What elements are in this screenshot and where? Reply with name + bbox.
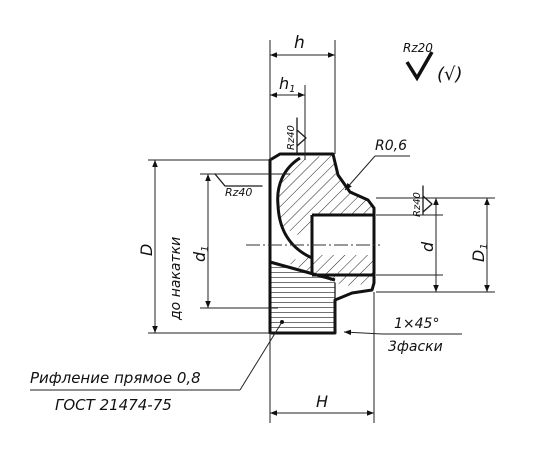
section-hatch-lower — [285, 255, 374, 286]
knurl-leader-dot — [280, 320, 284, 324]
roughness-rz40-top: Rz40 — [286, 125, 297, 150]
roughness-rz40-right-symbol — [422, 185, 433, 215]
chamfer-leader — [343, 329, 384, 336]
H-label: H — [316, 392, 328, 411]
chamfer-note: 1×45° — [394, 316, 439, 332]
radius-note: R0,6 — [375, 138, 407, 154]
h-label: h — [294, 33, 305, 53]
knurl-note-line2: ГОСТ 21474-75 — [55, 396, 172, 414]
roughness-general-label: Rz20 — [403, 41, 433, 55]
roughness-rz40-top-symbol — [296, 117, 307, 154]
roughness-rz40-right: Rz40 — [412, 192, 423, 217]
d1-label: d1 — [190, 245, 211, 262]
roughness-rz40-left: Rz40 — [225, 186, 252, 199]
d-label: d — [418, 241, 437, 252]
roughness-bracket: (√) — [437, 64, 463, 85]
section-hatch-upper — [278, 154, 374, 236]
knurl-boundary — [269, 260, 336, 282]
D-note: до накатки — [168, 237, 184, 321]
knurl-leader — [239, 321, 283, 391]
chamfer-count: 3фаски — [388, 339, 443, 355]
h1-label: h1 — [279, 74, 296, 95]
D-label: D — [137, 244, 156, 256]
D1-label: D1 — [469, 243, 490, 262]
roughness-general-symbol — [405, 51, 434, 82]
knurl-region — [270, 262, 335, 333]
knurl-note-line1: Рифление прямое 0,8 — [30, 369, 201, 387]
radius-leader — [345, 155, 410, 190]
roughness-rz40-left-symbol — [214, 173, 263, 187]
head-inner-curve — [276, 156, 313, 260]
